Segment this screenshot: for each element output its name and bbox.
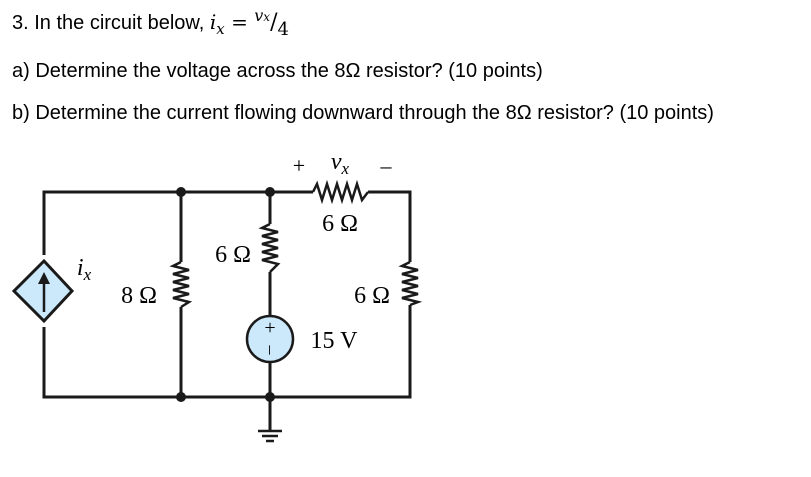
- node-bottom-mid: [265, 392, 275, 402]
- vx-plus-sign: +: [293, 153, 305, 178]
- ix-symbol: ix: [209, 10, 225, 38]
- question-title: 3. In the circuit below, ix = vx/4: [12, 6, 289, 40]
- source-value-label: 15 V: [311, 328, 359, 354]
- ix-label: ix: [77, 255, 92, 284]
- ix-base: i: [209, 10, 217, 34]
- vx-minus-sign: –: [380, 153, 393, 178]
- resistor-right-6ohm: [398, 260, 423, 307]
- ground-icon: [258, 429, 282, 443]
- top-wire-left: [42, 190, 313, 255]
- top-wire-right: [368, 190, 412, 262]
- question-part-a: a) Determine the voltage across the 8Ω r…: [12, 60, 543, 82]
- voltage-source-15v: [245, 314, 295, 364]
- vx-sub: x: [263, 10, 271, 24]
- question-prefix: 3. In the circuit below,: [12, 12, 210, 34]
- source-minus-sign: –: [261, 345, 281, 356]
- ix-sub: x: [216, 20, 225, 38]
- resistor-top-6ohm: [311, 179, 369, 205]
- fraction-denominator: 4: [277, 19, 289, 40]
- resistor-left-label: 8 Ω: [121, 283, 157, 309]
- vx-numerator: vx: [254, 6, 270, 25]
- question-part-b: b) Determine the current flowing downwar…: [12, 102, 714, 124]
- current-arrow-head-icon: [38, 272, 50, 284]
- node-bottom-left: [176, 392, 186, 402]
- fraction-slash: /: [270, 10, 278, 35]
- equals-sign: =: [224, 10, 255, 34]
- resistor-mid-label: 6 Ω: [215, 242, 251, 268]
- source-plus-sign: +: [264, 317, 275, 339]
- resistor-left-8ohm: [169, 260, 193, 309]
- node-top-left: [176, 187, 186, 197]
- vx-base: v: [254, 6, 264, 25]
- wires: [42, 190, 412, 431]
- vx-label: vx: [331, 149, 350, 178]
- bottom-wire: [42, 305, 412, 399]
- resistor-mid-6ohm: [258, 222, 281, 273]
- resistor-right-label: 6 Ω: [354, 283, 390, 309]
- node-top-mid: [265, 187, 275, 197]
- resistor-top-label: 6 Ω: [322, 211, 358, 237]
